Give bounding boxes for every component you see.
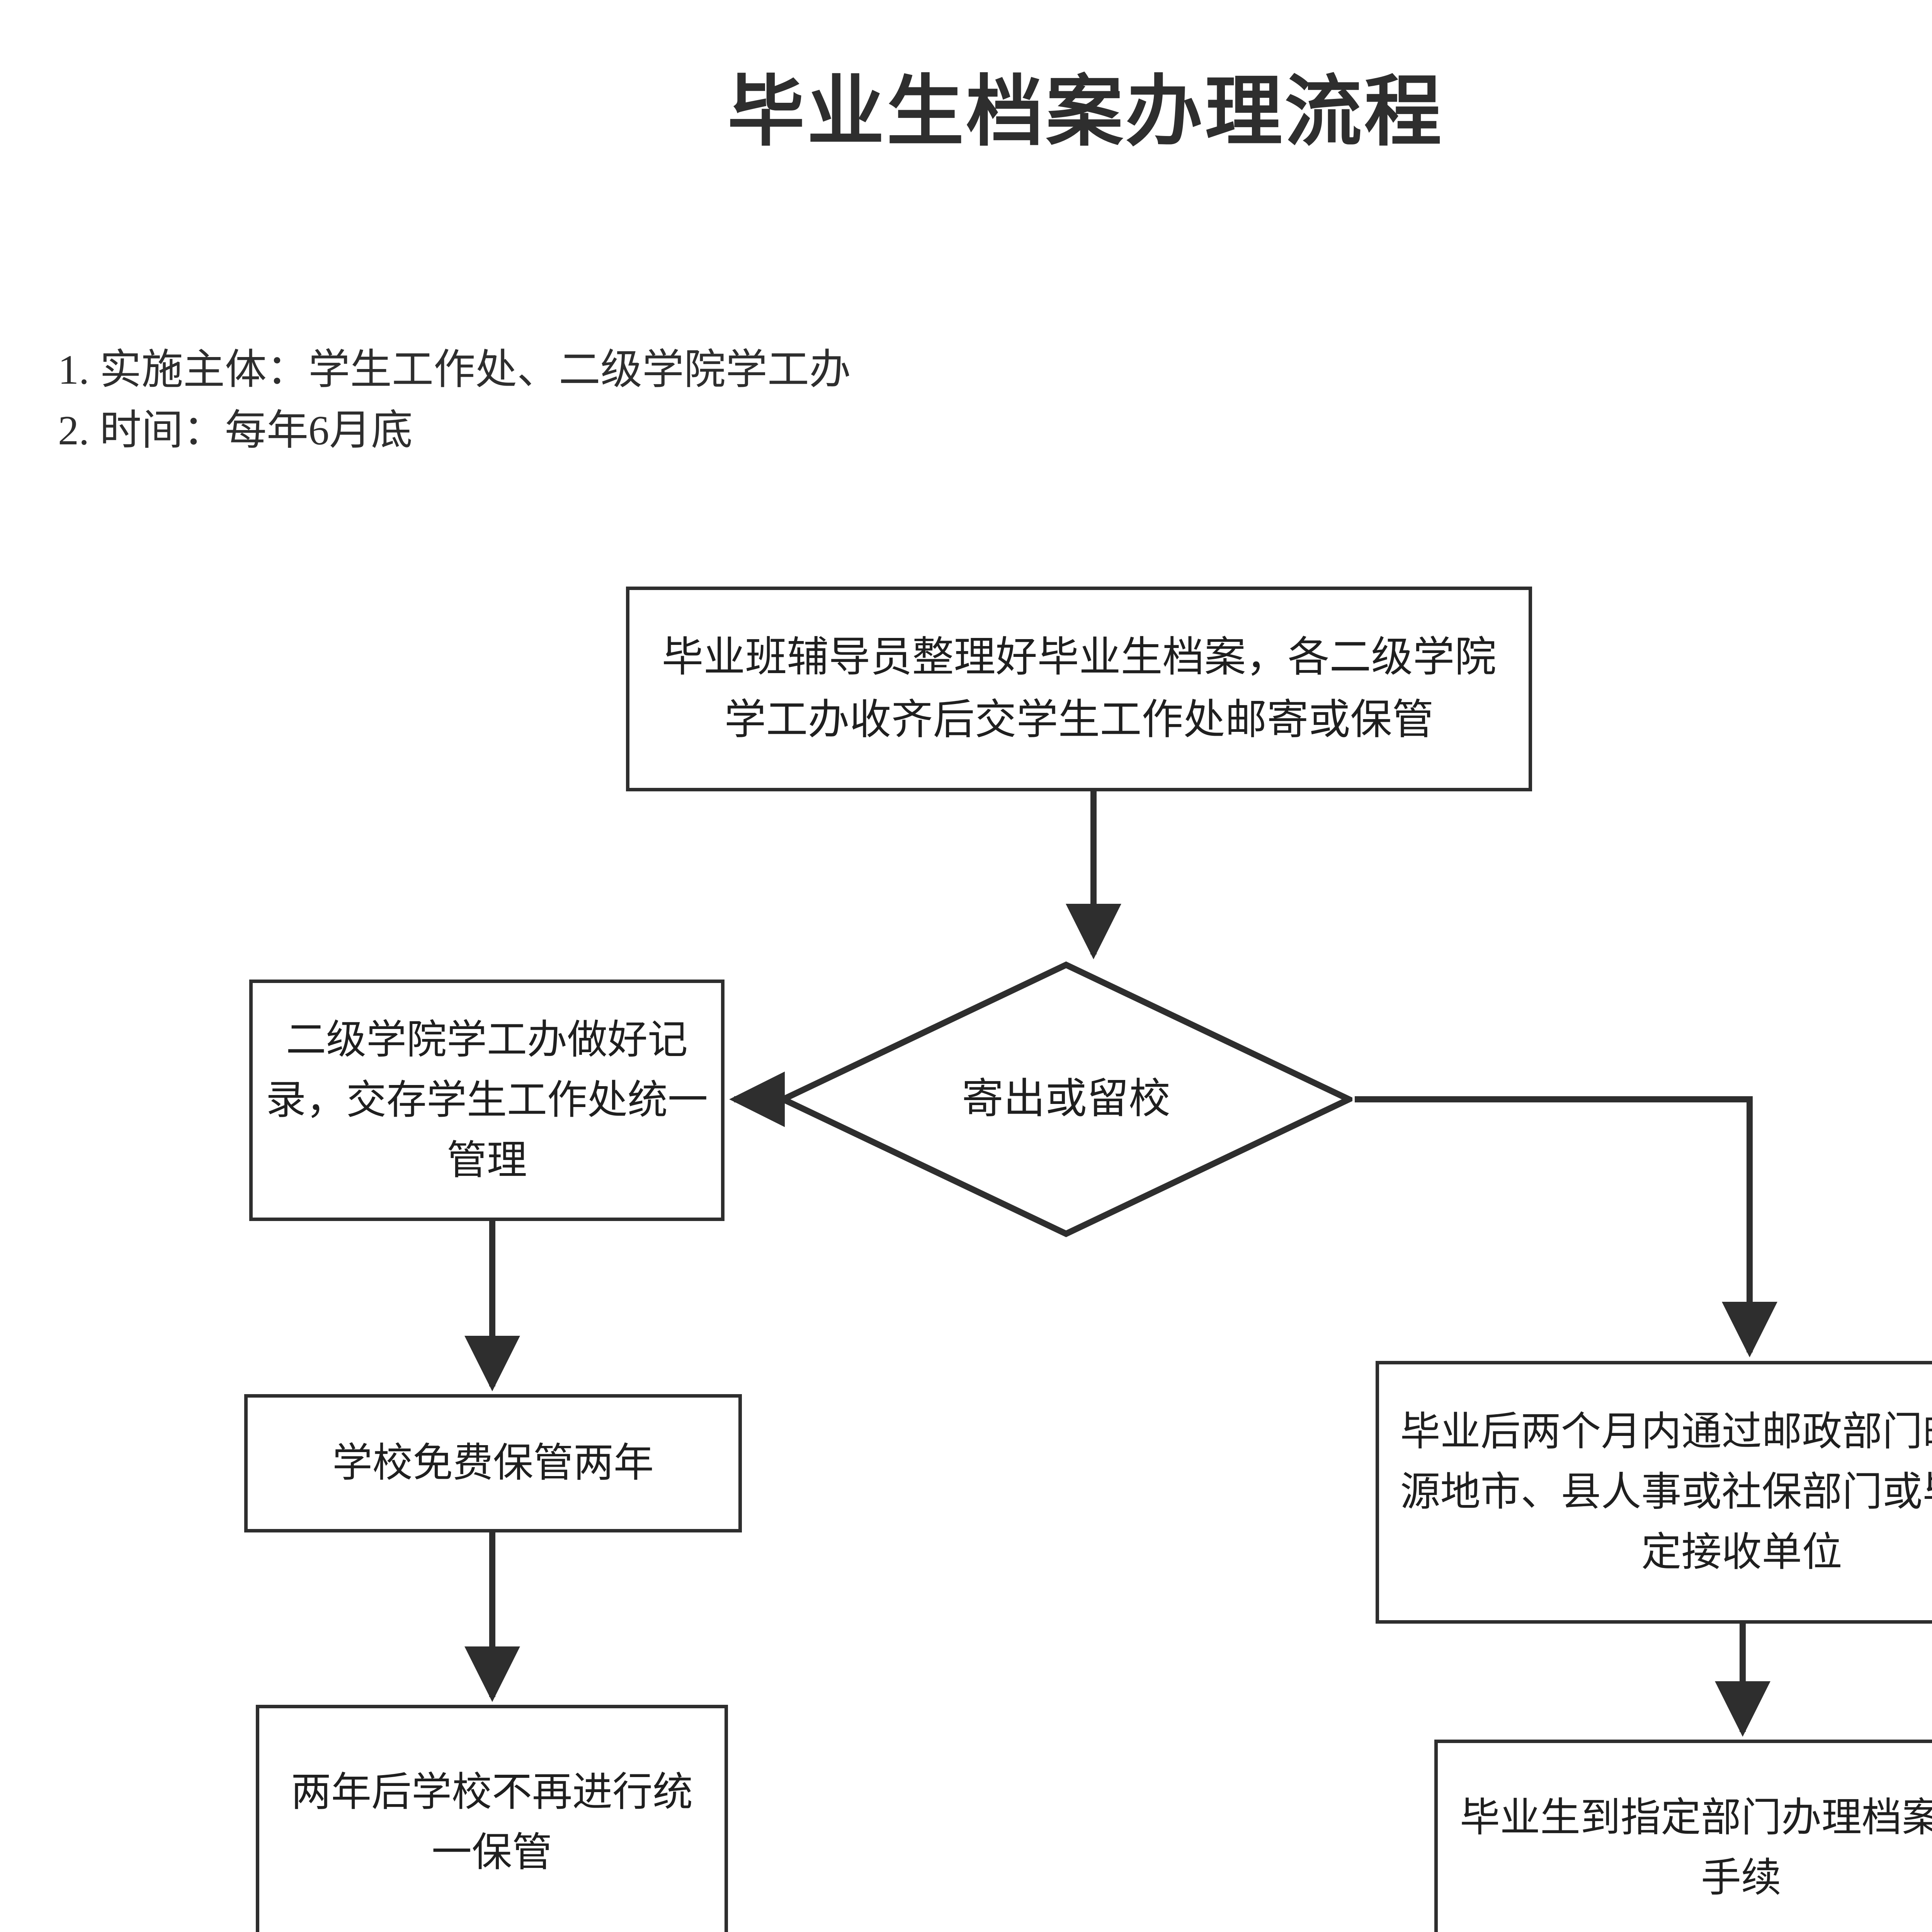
edge-decision-to-mail (1355, 1096, 1777, 1357)
flow-node-decision[interactable]: 寄出或留校 (780, 961, 1352, 1237)
flow-node-after-two-years-label: 两年后学校不再进行统一保管 (291, 1770, 693, 1875)
flow-node-record-label: 二级学院学工办做好记录，交存学生工作处统一管理 (266, 1017, 708, 1183)
flow-node-collect[interactable]: 毕业班辅导员整理好毕业生档案，各二级学院学工办收齐后交学生工作处邮寄或保管 (626, 587, 1532, 791)
flow-node-mail-archive[interactable]: 毕业后两个月内通过邮政部门邮寄回生源地市、县人事或社保部门或毕业生制定接收单位 (1376, 1361, 1932, 1624)
note-item-time: 2. 时间：每年6月底 (58, 407, 413, 454)
flow-node-keep-two-years[interactable]: 学校免费保管两年 (244, 1394, 742, 1532)
flow-node-mail-archive-label: 毕业后两个月内通过邮政部门邮寄回生源地市、县人事或社保部门或毕业生制定接收单位 (1400, 1410, 1932, 1575)
flow-node-collect-label: 毕业班辅导员整理好毕业生档案，各二级学院学工办收齐后交学生工作处邮寄或保管 (662, 634, 1497, 743)
notes-list: 1. 实施主体：学生工作处、二级学院学工办 2. 时间：每年6月底 (58, 340, 851, 461)
flow-node-decision-label: 寄出或留校 (961, 1076, 1170, 1122)
diamond-shape (780, 961, 1352, 1237)
page-title: 毕业生档案办理流程 (727, 69, 1444, 155)
flow-node-after-two-years[interactable]: 两年后学校不再进行统一保管 (256, 1705, 728, 1932)
flow-node-keep-two-years-label: 学校免费保管两年 (332, 1441, 654, 1485)
flow-node-record[interactable]: 二级学院学工办做好记录，交存学生工作处统一管理 (249, 980, 724, 1221)
flow-node-handover[interactable]: 毕业生到指定部门办理档案托管手续 (1434, 1740, 1932, 1932)
flow-node-handover-label: 毕业生到指定部门办理档案托管手续 (1459, 1796, 1932, 1900)
note-item-implementing-body: 1. 实施主体：学生工作处、二级学院学工办 (58, 347, 851, 393)
